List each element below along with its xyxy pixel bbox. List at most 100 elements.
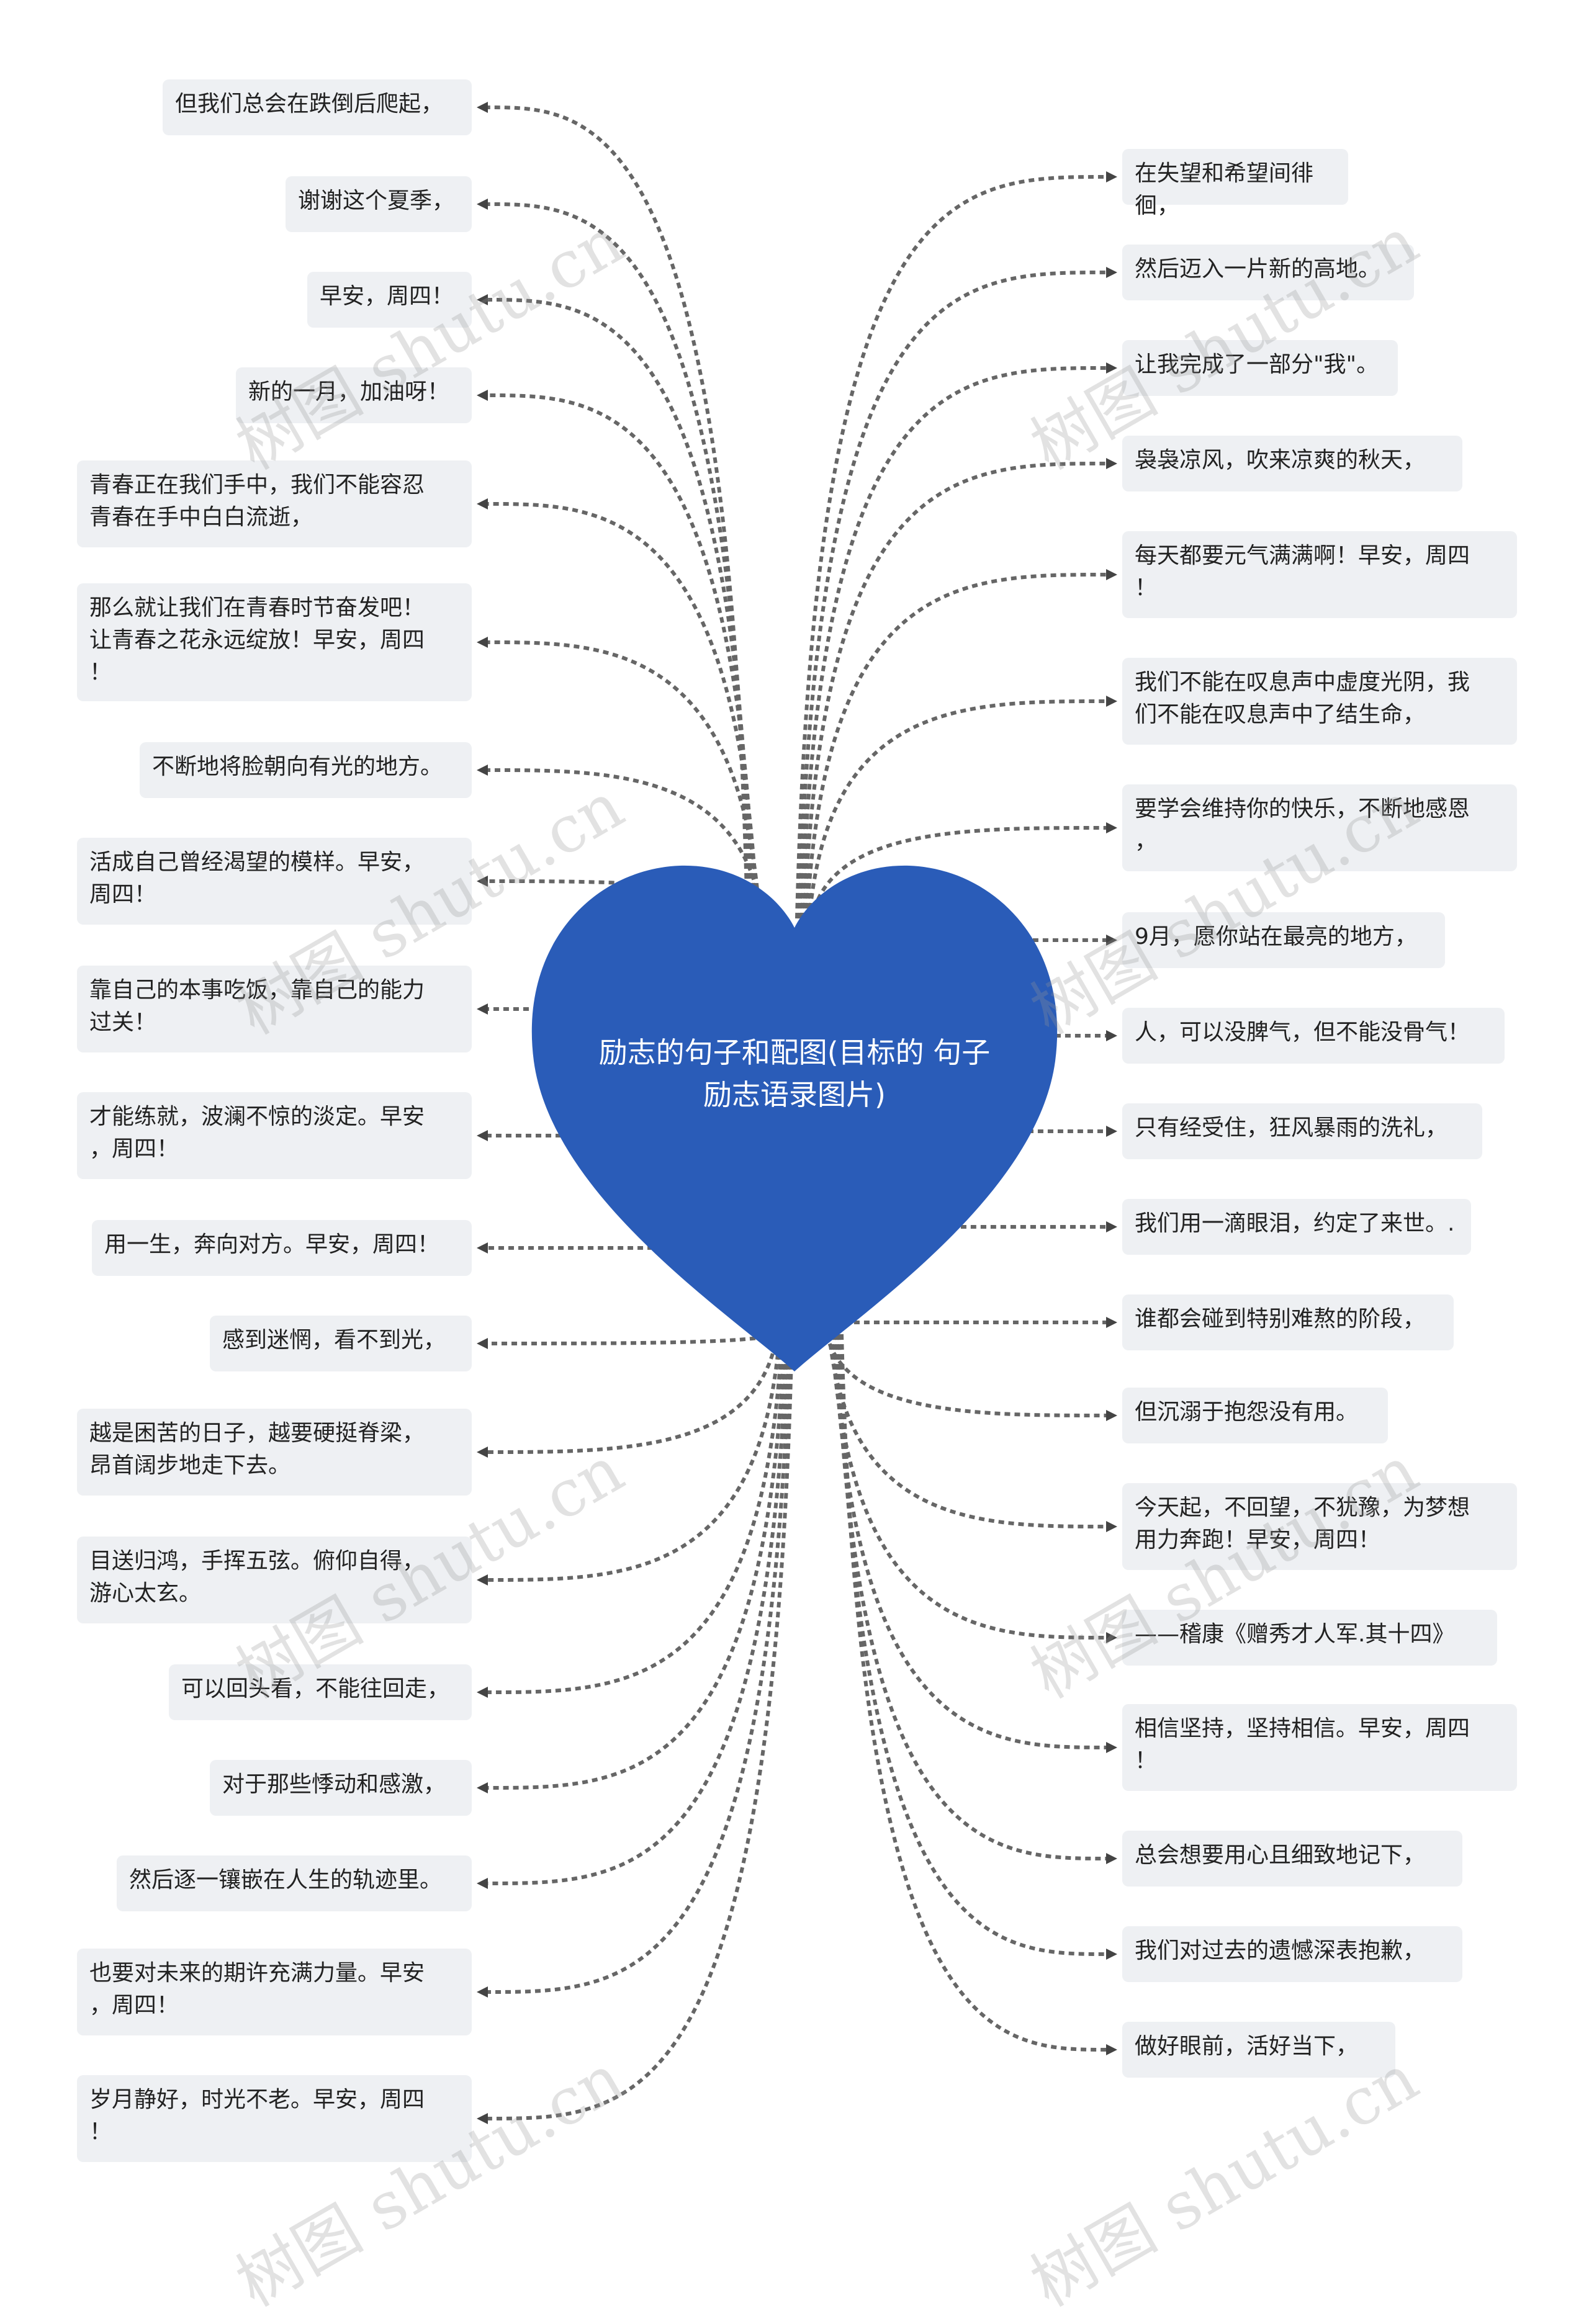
connector-right <box>810 826 1107 919</box>
arrowhead-right <box>1106 1221 1117 1232</box>
right-topic-node[interactable]: 9月，愿你站在最亮的地方， <box>1122 912 1445 968</box>
arrowhead-left <box>477 1687 488 1698</box>
arrowhead-right <box>1106 696 1117 707</box>
connector-left <box>487 298 754 919</box>
connector-right <box>825 1334 1107 1417</box>
root-topic-text[interactable]: 励志的句子和配图(目标的 句子励志语录图片) <box>598 1036 991 1111</box>
arrowhead-left <box>477 390 488 401</box>
left-topic-node[interactable]: 那么就让我们在青春时节奋发吧！ 让青春之花永远绽放！早安，周四 ！ <box>77 583 472 701</box>
left-topic-node[interactable]: 对于那些悸动和感激， <box>210 1760 472 1816</box>
connector-left <box>487 393 757 919</box>
mind-map-canvas <box>477 102 1117 2124</box>
right-topic-node[interactable]: 今天起，不回望，不犹豫，为梦想 用力奔跑！早安，周四！ <box>1122 1483 1517 1570</box>
right-topic-node[interactable]: 袅袅凉风，吹来凉爽的秋天， <box>1122 436 1462 491</box>
arrowhead-right <box>1106 1030 1117 1041</box>
left-topic-node[interactable]: 可以回头看，不能往回走， <box>169 1664 472 1720</box>
right-topic-node[interactable]: 要学会维持你的快乐，不断地感恩 ， <box>1122 784 1517 871</box>
connector-right <box>798 271 1107 919</box>
arrowhead-left <box>477 199 488 210</box>
arrowhead-left <box>477 498 488 509</box>
arrowhead-right <box>1106 935 1117 946</box>
arrowhead-right <box>1106 822 1117 833</box>
left-topic-node[interactable]: 新的一月，加油呀！ <box>236 367 472 423</box>
right-topic-node[interactable]: 人，可以没脾气，但不能没骨气！ <box>1122 1008 1505 1064</box>
right-topic-node[interactable]: 做好眼前，活好当下， <box>1122 2022 1395 2078</box>
arrowhead-left <box>477 1003 488 1015</box>
arrowhead-right <box>1106 1126 1117 1137</box>
right-topic-node[interactable]: 只有经受住，狂风暴雨的洗礼， <box>1122 1103 1482 1159</box>
connector-left <box>487 1334 779 1454</box>
arrowhead-right <box>1106 2044 1117 2055</box>
right-topic-node[interactable]: 在失望和希望间徘徊， <box>1122 149 1348 218</box>
arrowhead-right <box>1106 1949 1117 1960</box>
arrowhead-right <box>1106 458 1117 469</box>
right-topic-node[interactable]: 谁都会碰到特别难熬的阶段， <box>1122 1294 1454 1350</box>
right-topic-node[interactable]: 让我完成了一部分"我"。 <box>1122 340 1398 396</box>
connector-left <box>487 1334 789 1885</box>
arrowhead-right <box>1106 1317 1117 1328</box>
right-topic-node[interactable]: ——稽康《赠秀才人军.其十四》 <box>1122 1610 1497 1666</box>
arrowhead-right <box>1106 569 1117 580</box>
left-topic-node[interactable]: 活成自己曾经渴望的模样。早安， 周四！ <box>77 838 472 925</box>
arrowhead-right <box>1106 267 1117 278</box>
arrowhead-left <box>477 1242 488 1254</box>
arrowhead-right <box>1106 171 1117 182</box>
arrowhead-left <box>477 1574 488 1586</box>
arrowhead-left <box>477 1338 488 1349</box>
arrowhead-left <box>477 102 488 113</box>
connector-left <box>487 1334 791 1994</box>
arrowhead-left <box>477 294 488 305</box>
connector-right <box>835 1334 1107 1860</box>
left-topic-node[interactable]: 青春正在我们手中，我们不能容忍 青春在手中白白流逝， <box>77 460 472 547</box>
connector-right <box>840 1334 1107 2052</box>
left-topic-node[interactable]: 也要对未来的期许充满力量。早安 ，周四！ <box>77 1949 472 2035</box>
mind-map: 励志的句子和配图(目标的 句子励志语录图片) 但我们总会在跌倒后爬起， 谢谢这个夏… <box>77 79 1517 2321</box>
left-topic-node[interactable]: 谢谢这个夏季， <box>286 176 472 232</box>
right-topic-node[interactable]: 我们不能在叹息声中虚度光阴，我 们不能在叹息声中了结生命， <box>1122 658 1517 745</box>
right-topic-node[interactable]: 我们用一滴眼泪，约定了来世。. <box>1122 1199 1471 1255</box>
right-topic-node[interactable]: 总会想要用心且细致地记下， <box>1122 1831 1462 1887</box>
left-topic-node[interactable]: 用一生，奔向对方。早安，周四！ <box>92 1220 472 1276</box>
left-topic-node[interactable]: 才能练就，波澜不惊的淡定。早安 ，周四！ <box>77 1092 472 1179</box>
arrowhead-left <box>477 1878 488 1889</box>
left-topic-node[interactable]: 早安，周四！ <box>307 272 472 328</box>
arrowhead-right <box>1106 1742 1117 1753</box>
left-topic-node[interactable]: 岁月静好，时光不老。早安，周四 ！ <box>77 2075 472 2162</box>
left-topic-node[interactable]: 不断地将脸朝向有光的地方。 <box>140 742 472 798</box>
connector-left <box>487 768 764 919</box>
arrowhead-left <box>477 1130 488 1141</box>
left-topic-node[interactable]: 靠自己的本事吃饭，靠自己的能力 过关！ <box>77 966 472 1052</box>
arrowhead-right <box>1106 362 1117 374</box>
arrowhead-left <box>477 2113 488 2124</box>
left-topic-node[interactable]: 感到迷惘，看不到光， <box>210 1316 472 1371</box>
connector-left <box>487 1334 794 2120</box>
connector-left <box>487 1334 786 1790</box>
arrowhead-right <box>1106 1521 1117 1532</box>
connector-left <box>487 1334 781 1582</box>
arrowhead-left <box>477 765 488 776</box>
connector-left <box>487 202 752 919</box>
right-topic-node[interactable]: 每天都要元气满满啊！早安，周四 ！ <box>1122 531 1517 618</box>
connector-right <box>800 366 1107 919</box>
left-topic-node[interactable]: 然后逐一镶嵌在人生的轨迹里。 <box>117 1855 472 1911</box>
connector-right <box>808 699 1107 919</box>
left-topic-node[interactable]: 越是困苦的日子，越要硬挺脊梁， 昂首阔步地走下去。 <box>77 1409 472 1496</box>
right-topic-node[interactable]: 但沉溺于抱怨没有用。 <box>1122 1388 1388 1443</box>
arrowhead-right <box>1106 1410 1117 1421</box>
connector-left <box>487 640 762 919</box>
right-topic-node[interactable]: 我们对过去的遗憾深表抱歉， <box>1122 1926 1462 1982</box>
root-topic-heart[interactable] <box>531 865 1058 1371</box>
left-topic-node[interactable]: 目送归鸿，手挥五弦。俯仰自得， 游心太玄。 <box>77 1537 472 1623</box>
connector-right <box>803 462 1107 919</box>
arrowhead-left <box>477 876 488 887</box>
arrowhead-left <box>477 1986 488 1998</box>
connector-right <box>832 1334 1107 1749</box>
left-topic-node[interactable]: 但我们总会在跌倒后爬起， <box>163 79 472 135</box>
arrowhead-right <box>1106 1853 1117 1864</box>
right-topic-node[interactable]: 相信坚持，坚持相信。早安，周四 ！ <box>1122 1704 1517 1791</box>
connector-right <box>795 175 1107 919</box>
connector-left <box>487 105 749 919</box>
connector-right <box>805 573 1107 919</box>
right-topic-node[interactable]: 然后迈入一片新的高地。 <box>1122 245 1414 300</box>
connector-right <box>837 1334 1107 1956</box>
